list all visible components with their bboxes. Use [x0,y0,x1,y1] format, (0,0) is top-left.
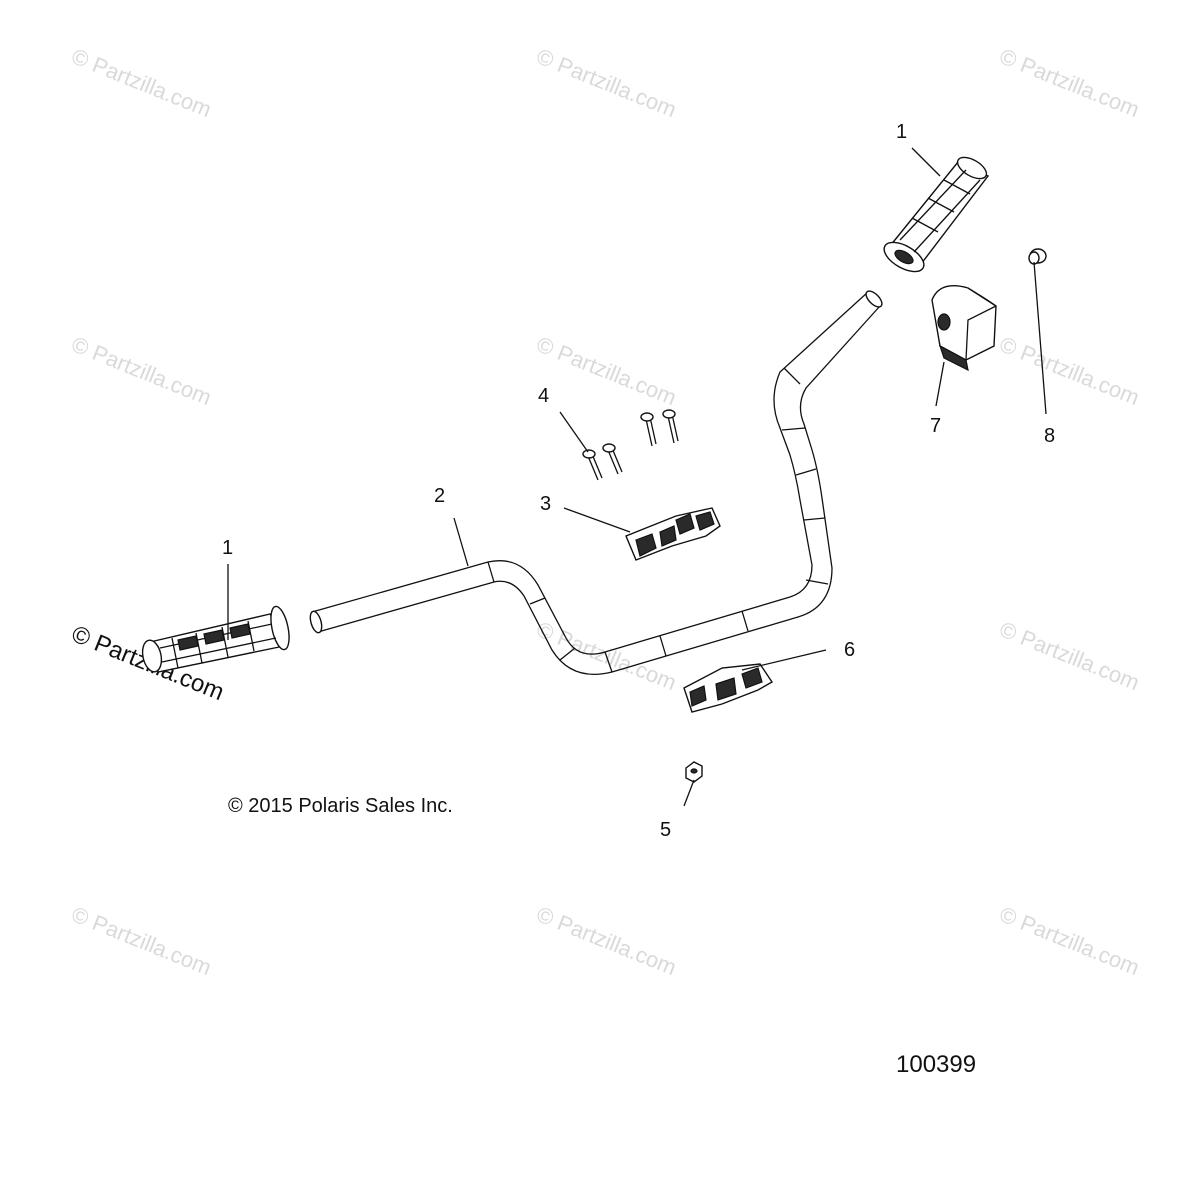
copyright-text: © 2015 Polaris Sales Inc. [228,795,453,817]
svg-text:© Partzilla.com: © Partzilla.com [996,616,1143,695]
nut [685,761,703,783]
watermark: © Partzilla.com [533,331,680,410]
handlebar [309,290,883,676]
watermark: © Partzilla.com [68,43,215,122]
svg-text:© Partzilla.com: © Partzilla.com [68,331,215,410]
svg-text:© Partzilla.com: © Partzilla.com [996,901,1143,980]
callout-clamp-lower: 6 [844,639,855,661]
watermark: © Partzilla.com [996,331,1143,410]
svg-text:© Partzilla.com: © Partzilla.com [533,43,680,122]
svg-text:© Partzilla.com: © Partzilla.com [996,331,1143,410]
callout-nut: 5 [660,819,671,841]
watermark: © Partzilla.com [533,43,680,122]
diagram-id: 100399 [896,1051,976,1078]
bolts [582,409,679,481]
leader-lines [227,147,1047,807]
clamp-lower [683,663,773,713]
svg-text:© Partzilla.com: © Partzilla.com [533,331,680,410]
svg-text:© Partzilla.com: © Partzilla.com [68,43,215,122]
watermark: © Partzilla.com [533,901,680,980]
switch-housing [931,285,997,372]
grip-right [883,156,990,273]
callout-bolts: 4 [538,385,549,407]
svg-text:© Partzilla.com: © Partzilla.com [996,43,1143,122]
svg-text:© Partzilla.com: © Partzilla.com [533,901,680,980]
clamp-upper [625,507,721,561]
grip-left [141,605,290,673]
watermark: © Partzilla.com [68,331,215,410]
callout-handlebar: 2 [434,485,445,507]
watermark: © Partzilla.com [996,901,1143,980]
watermark: © Partzilla.com [996,616,1143,695]
callout-plug: 8 [1044,425,1055,447]
plug [1028,248,1047,265]
svg-text:© Partzilla.com: © Partzilla.com [68,901,215,980]
callout-switch-housing: 7 [930,415,941,437]
callout-grip-left: 1 [222,537,233,559]
watermark: © Partzilla.com [68,901,215,980]
callout-grip-right: 1 [896,121,907,143]
watermark: © Partzilla.com [996,43,1143,122]
callout-clamp-upper: 3 [540,493,551,515]
